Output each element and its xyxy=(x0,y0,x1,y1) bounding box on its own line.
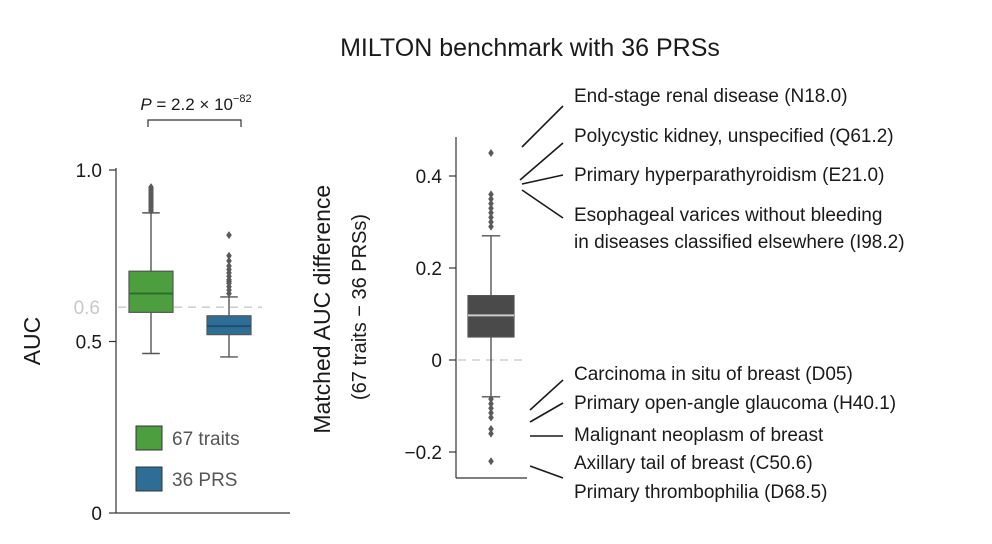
diff-box xyxy=(467,149,515,466)
auc-series-0-outlier-14 xyxy=(148,183,154,192)
leader-line-d68 xyxy=(529,465,564,479)
significance-bracket xyxy=(147,119,242,127)
diff-outlier-9 xyxy=(488,395,494,404)
legend-swatch-36-prs xyxy=(135,466,163,492)
diff-outlier-10 xyxy=(488,399,494,408)
auc-legend: 67 traits 36 PRS xyxy=(135,425,240,492)
diff-tick-label-3: 0.4 xyxy=(416,167,443,188)
diff-outlier-11 xyxy=(488,404,494,413)
diff-outlier-14 xyxy=(488,425,494,433)
diff-outlier-2 xyxy=(488,195,494,203)
annotation-bottom-1: Carcinoma in situ of breast (D05) xyxy=(574,364,853,385)
leader-line-q61 xyxy=(519,142,564,181)
diff-y-label-line-1: Matched AUC difference xyxy=(309,185,335,434)
auc-panel: 0 0.5 1.0 0.6 AUC P = 2.2 × 10−82 67 trait… xyxy=(19,93,290,525)
legend-label-67-traits: 67 traits xyxy=(172,429,240,450)
significance-p-value: P = 2.2 × 10−82 xyxy=(140,93,251,114)
leader-line-h40 xyxy=(529,402,564,423)
diff-outlier-4 xyxy=(488,204,494,213)
significance-p-text: = 2.2 × 10 xyxy=(152,95,233,114)
diff-outlier-16 xyxy=(488,457,494,466)
auc-y-ticks: 0 0.5 1.0 xyxy=(76,161,116,525)
annotation-bottom-5: Primary thrombophilia (D68.5) xyxy=(574,482,827,503)
annotation-top-3: Primary hyperparathyroidism (E21.0) xyxy=(574,165,884,186)
legend-swatch-67-traits xyxy=(135,425,163,451)
diff-outlier-13 xyxy=(488,413,494,422)
auc-series-1-outlier-9 xyxy=(226,262,232,271)
annotation-top-4: Esophageal varices without bleeding xyxy=(574,205,882,226)
leader-line-n18 xyxy=(521,105,564,148)
annotation-top-2: Polycystic kidney, unspecified (Q61.2) xyxy=(574,126,894,147)
annotation-leader-lines xyxy=(519,105,564,479)
diff-outlier-3 xyxy=(488,199,494,208)
diff-y-label-line-2: (67 traits − 36 PRSs) xyxy=(349,214,371,400)
auc-series-0-box xyxy=(128,270,174,313)
auc-tick-label-1: 0.5 xyxy=(76,333,102,354)
annotation-bottom-3: Malignant neoplasm of breast xyxy=(574,425,824,446)
diff-outlier-8 xyxy=(488,222,494,231)
diff-panel: −0.2 0 0.2 0.4 Matched AUC difference (67 t… xyxy=(309,86,905,503)
diff-outlier-1 xyxy=(488,190,494,199)
diff-y-ticks: −0.2 0 0.2 0.4 xyxy=(404,167,456,464)
leader-line-d05 xyxy=(529,379,564,411)
auc-boxes xyxy=(128,183,252,358)
auc-series-1-outlier-10 xyxy=(226,256,232,265)
figure-title: MILTON benchmark with 36 PRSs xyxy=(340,34,720,62)
diff-outlier-0 xyxy=(488,149,494,157)
diff-outlier-12 xyxy=(488,408,494,417)
leader-line-e21 xyxy=(521,174,564,185)
diff-tick-label-0: −0.2 xyxy=(404,443,442,464)
legend-label-36-prs: 36 PRS xyxy=(172,470,237,491)
significance-p-exponent: −82 xyxy=(233,93,252,105)
annotation-top-1: End-stage renal disease (N18.0) xyxy=(574,86,848,107)
diff-tick-label-2: 0.2 xyxy=(416,259,442,280)
diff-outlier-5 xyxy=(488,208,494,217)
annotation-top-5: in diseases classified elsewhere (I98.2) xyxy=(574,232,905,253)
auc-series-1-outlier-12 xyxy=(226,231,232,240)
diff-tick-label-1: 0 xyxy=(431,351,442,372)
auc-reference-label: 0.6 xyxy=(74,298,100,319)
annotation-bottom-4: Axillary tail of breast (C50.6) xyxy=(574,453,813,474)
diff-y-label: Matched AUC difference (67 traits − 36 P… xyxy=(309,180,371,433)
significance-p-prefix: P xyxy=(140,95,152,114)
auc-y-label: AUC xyxy=(19,317,45,366)
diff-outlier-6 xyxy=(488,213,494,222)
diff-outlier-7 xyxy=(488,218,494,226)
annotation-bottom-2: Primary open-angle glaucoma (H40.1) xyxy=(574,393,896,414)
leader-line-i98 xyxy=(521,189,564,219)
diff-outlier-15 xyxy=(488,429,494,438)
annotations: End-stage renal disease (N18.0) Polycyst… xyxy=(574,86,905,503)
auc-series-1-outlier-11 xyxy=(226,251,232,260)
auc-tick-label-2: 1.0 xyxy=(76,161,102,182)
auc-tick-label-0: 0 xyxy=(91,504,102,525)
